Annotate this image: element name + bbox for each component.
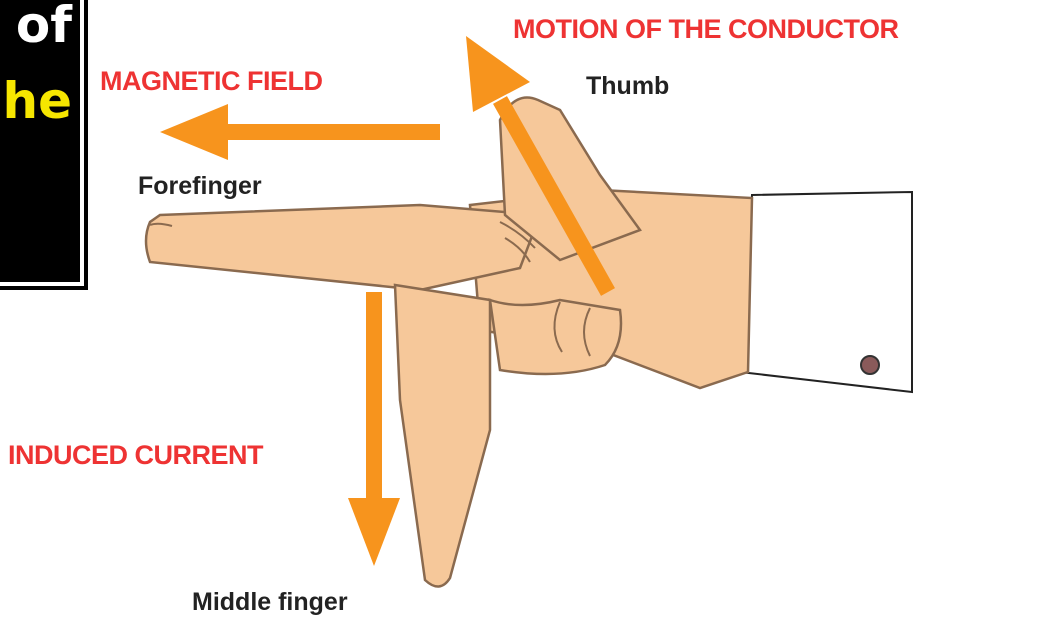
magnetic-field-label: MAGNETIC FIELD [100,66,323,97]
title-line-2: he [2,76,72,126]
induced-current-arrow [348,292,400,566]
magnetic-field-arrow [160,104,440,160]
motion-label: MOTION OF THE CONDUCTOR [513,14,898,45]
title-line-1: of [16,0,72,50]
middle-finger-label: Middle finger [192,588,348,617]
induced-current-label: INDUCED CURRENT [8,440,263,471]
forefinger-label: Forefinger [138,172,262,201]
forefinger-shape [146,205,540,290]
thumb-label: Thumb [586,72,669,101]
cufflink [861,356,879,374]
shirt-cuff [740,192,912,392]
middle-finger-shape [395,285,490,587]
title-box: of he [0,0,84,286]
